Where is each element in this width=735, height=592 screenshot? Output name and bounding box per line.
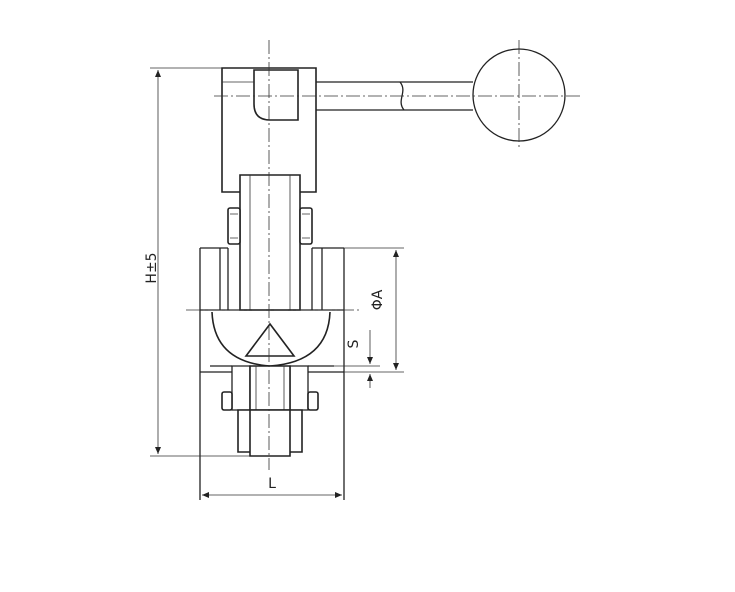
dimension-length: L	[202, 476, 342, 498]
diameter-label: ΦA	[370, 289, 386, 310]
stem-housing	[227, 174, 313, 311]
handle	[221, 48, 566, 193]
dimension-diameter: ΦA	[344, 247, 404, 373]
center-lines	[186, 40, 580, 470]
height-label: H±5	[144, 252, 160, 283]
length-label: L	[268, 476, 276, 492]
seat-label: S	[346, 339, 362, 348]
dimension-height: H±5	[144, 67, 250, 457]
lower-bearing	[221, 365, 319, 457]
dimension-seat: S	[334, 330, 380, 388]
